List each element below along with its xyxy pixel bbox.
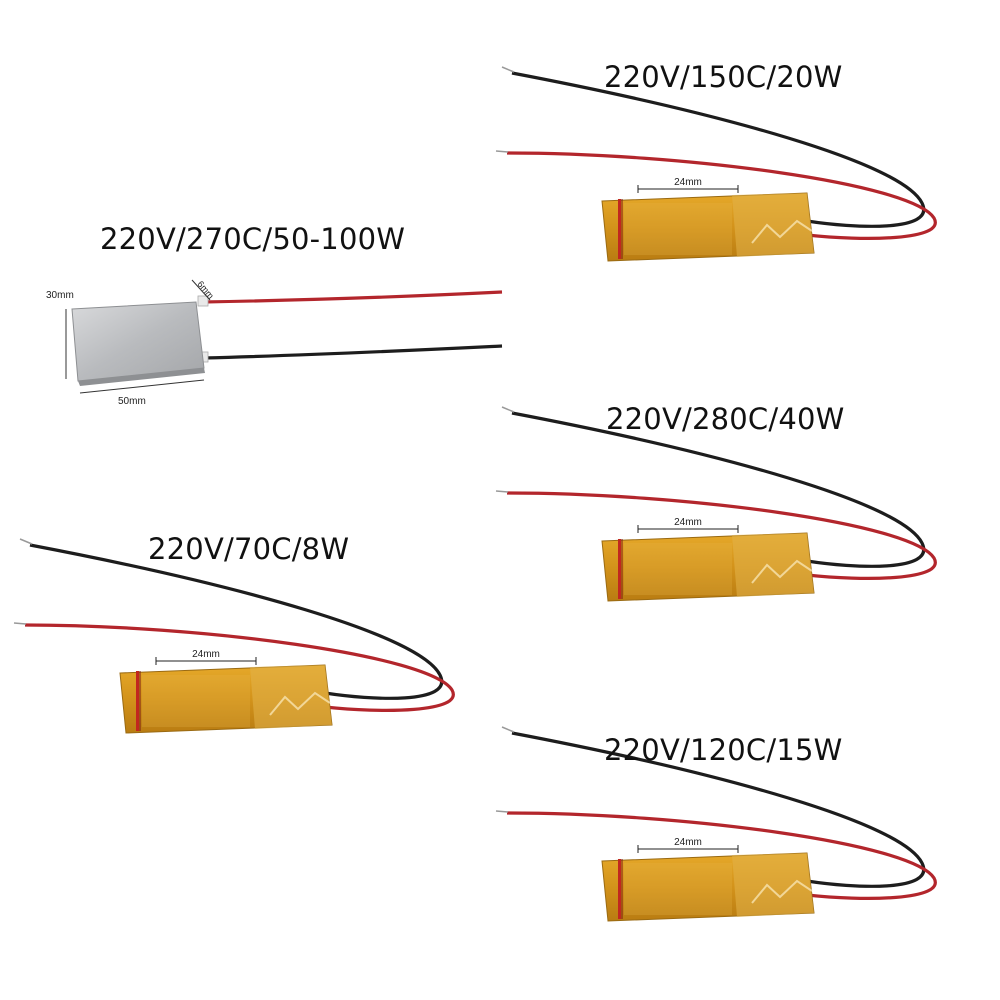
- product-label-150c: 220V/150C/20W: [604, 60, 843, 94]
- width-dimension-270c: 50mm: [118, 396, 146, 407]
- height-dimension-270c: 30mm: [46, 290, 74, 301]
- aluminum-heater: [65, 279, 503, 394]
- heater-280c: [494, 405, 937, 603]
- width-dimension-70c: 24mm: [192, 649, 220, 660]
- width-dimension-150c: 24mm: [674, 177, 702, 188]
- heater-70c: [12, 537, 455, 735]
- width-dimension-280c: 24mm: [674, 517, 702, 528]
- heater-150c: [494, 65, 937, 263]
- product-label-70c: 220V/70C/8W: [148, 532, 350, 566]
- width-dimension-120c: 24mm: [674, 837, 702, 848]
- product-label-280c: 220V/280C/40W: [606, 402, 845, 436]
- product-label-120c: 220V/120C/15W: [604, 733, 843, 767]
- product-label-270c: 220V/270C/50-100W: [100, 222, 406, 256]
